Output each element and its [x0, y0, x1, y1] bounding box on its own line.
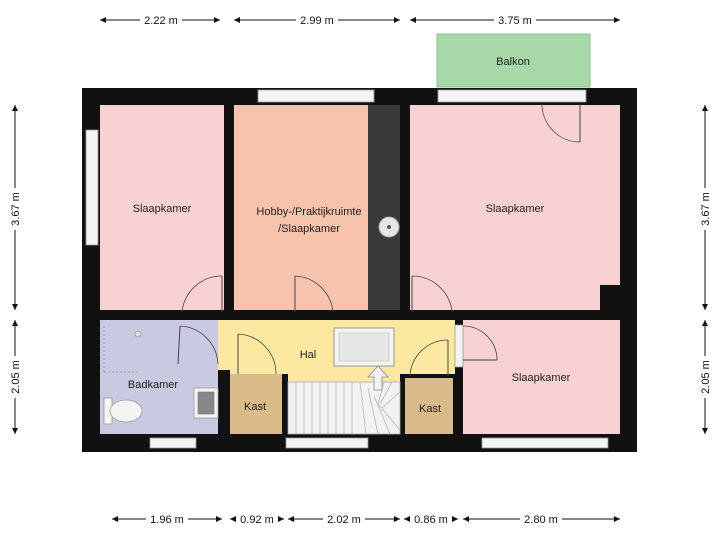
balkon-label: Balkon	[496, 56, 530, 68]
chimney-circle-icon	[378, 216, 400, 238]
label-slaapkamer-right-bottom: Slaapkamer	[512, 372, 571, 384]
stair-arrow-icon	[367, 365, 389, 391]
door-slaapkamer-right-bottom[interactable]	[462, 325, 498, 361]
dim-bottom-4: 0.86 m	[414, 514, 448, 526]
label-hobby-line1: Hobby-/Praktijkruimte	[256, 206, 361, 218]
dim-bottom-3: 2.02 m	[327, 514, 361, 526]
window-top-right[interactable]	[437, 89, 587, 103]
door-kast-right[interactable]	[409, 339, 449, 377]
window-hal[interactable]	[454, 324, 464, 368]
wall-v-bath	[218, 370, 230, 434]
label-kast-left: Kast	[244, 401, 266, 413]
room-kast-right[interactable]	[405, 378, 453, 434]
toilet-icon	[103, 397, 143, 425]
window-bottom-right[interactable]	[481, 437, 609, 449]
window-bottom-bath[interactable]	[149, 437, 197, 449]
sink-icon	[193, 387, 219, 419]
room-slaapkamer-right-bottom[interactable]	[463, 320, 620, 434]
dim-right-2: 2.05 m	[700, 360, 712, 394]
label-slaapkamer-left: Slaapkamer	[133, 203, 192, 215]
window-top-hobby[interactable]	[257, 89, 375, 103]
dark-strip	[368, 105, 400, 310]
room-slaapkamer-left[interactable]	[100, 105, 224, 310]
stairs[interactable]	[287, 381, 401, 435]
wall-v2	[400, 95, 410, 320]
dim-bottom-5: 2.80 m	[524, 514, 558, 526]
door-slaapkamer-right-top[interactable]	[411, 275, 453, 313]
dim-right-1: 3.67 m	[700, 192, 712, 226]
shower-icon	[103, 326, 142, 373]
dim-bottom-1: 1.96 m	[150, 514, 184, 526]
balcony[interactable]	[436, 33, 591, 88]
dimension-left: 3.67 m 2.05 m	[7, 105, 23, 434]
dimension-top: 2.22 m 2.99 m 3.75 m	[100, 12, 620, 28]
wall-v1	[224, 95, 234, 320]
dim-top-2: 2.99 m	[300, 15, 334, 27]
door-badkamer[interactable]	[177, 325, 219, 365]
room-slaapkamer-right-top[interactable]	[410, 105, 620, 310]
dim-top-3: 3.75 m	[498, 15, 532, 27]
hal-furniture-inner	[338, 332, 390, 362]
window-left[interactable]	[85, 129, 99, 246]
label-badkamer: Badkamer	[128, 379, 178, 391]
dimension-right: 3.67 m 2.05 m	[697, 105, 713, 434]
dim-left-2: 2.05 m	[10, 360, 22, 394]
room-kast-left[interactable]	[230, 374, 282, 434]
dim-bottom-2: 0.92 m	[240, 514, 274, 526]
wall-notch	[600, 285, 620, 310]
room-hobby[interactable]	[234, 105, 368, 310]
window-bottom-stair[interactable]	[285, 437, 369, 449]
label-kast-right: Kast	[419, 403, 441, 415]
door-balkon[interactable]	[541, 103, 581, 143]
wall-h-mid	[100, 310, 620, 320]
door-kast-left[interactable]	[237, 333, 277, 375]
door-hobby[interactable]	[294, 275, 334, 313]
wall-v-right	[455, 320, 463, 434]
label-hobby-line2: /Slaapkamer	[278, 223, 340, 235]
dimension-bottom: 1.96 m 0.92 m 2.02 m 0.86 m 2.80 m	[112, 511, 620, 527]
label-hal: Hal	[300, 349, 317, 361]
door-slaapkamer-left[interactable]	[181, 275, 223, 313]
dim-top-1: 2.22 m	[144, 15, 178, 27]
label-slaapkamer-right-top: Slaapkamer	[486, 203, 545, 215]
dim-left-1: 3.67 m	[10, 192, 22, 226]
